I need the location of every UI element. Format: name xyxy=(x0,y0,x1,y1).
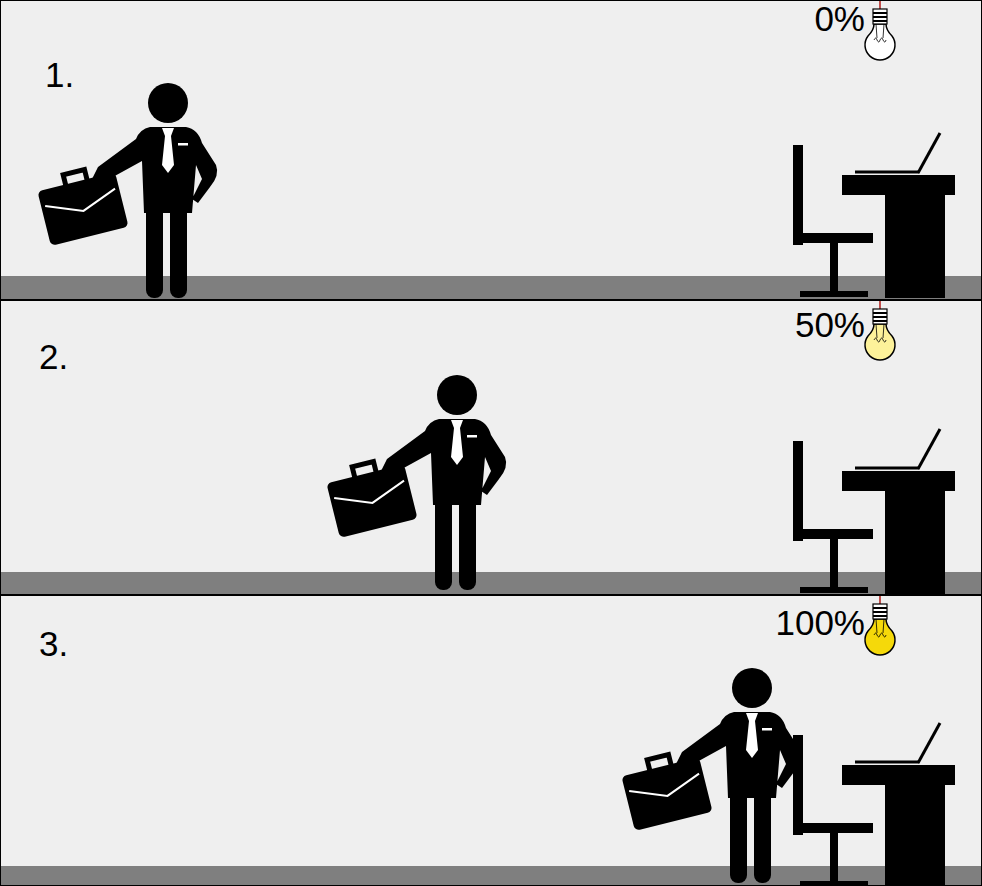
brightness-percent: 0% xyxy=(814,1,865,36)
panel-background xyxy=(0,300,982,595)
panel: 3. 100% xyxy=(0,595,982,886)
light-bulb xyxy=(865,595,895,655)
panel: 1. 0% xyxy=(0,0,982,300)
panel: 2. 50% xyxy=(0,300,982,595)
desk-and-chair xyxy=(793,723,955,886)
panel-number: 2. xyxy=(39,339,68,374)
panel-number: 3. xyxy=(39,626,68,661)
panel-background xyxy=(0,0,982,300)
light-bulb xyxy=(865,0,895,60)
light-bulb xyxy=(865,300,895,360)
panel-number: 1. xyxy=(45,57,74,92)
businessman xyxy=(35,83,217,298)
desk-and-chair xyxy=(793,429,955,594)
brightness-percent: 100% xyxy=(775,605,865,640)
businessman xyxy=(619,668,801,883)
businessman xyxy=(324,375,506,590)
brightness-percent: 50% xyxy=(795,307,865,342)
desk-and-chair xyxy=(793,133,955,298)
